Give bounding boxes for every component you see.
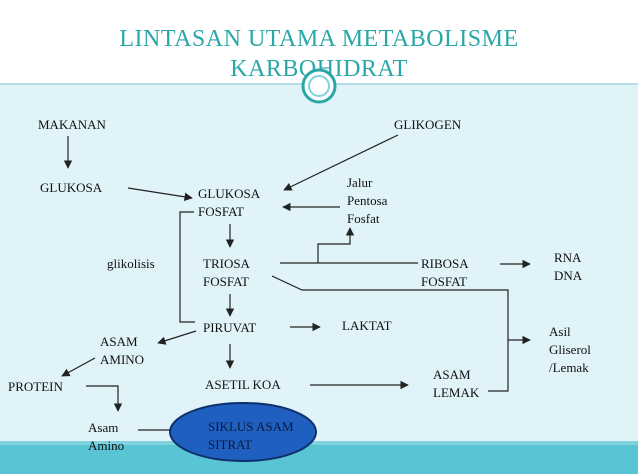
node-asil-gliserol-line-3: /Lemak	[549, 360, 589, 375]
arrow-piruvat-asam-amino	[157, 330, 197, 345]
node-triosa-fosfat-line-1: TRIOSA	[203, 256, 250, 271]
footer-bar	[0, 441, 638, 474]
node-protein: PROTEIN	[8, 379, 63, 394]
arrow-glikogen-glukosa-fosfat	[283, 134, 399, 191]
node-jalur-pentosa: Jalur Pentosa Fosfat	[347, 174, 387, 228]
node-rna-dna: RNA DNA	[554, 249, 582, 285]
arrow-to-jalur-pentosa	[317, 227, 355, 263]
node-asam-lemak-line-1: ASAM	[433, 367, 471, 382]
node-triosa-fosfat-line-2: FOSFAT	[203, 274, 250, 289]
node-jalur-pentosa-line-3: Fosfat	[347, 211, 380, 226]
node-asam-amino-lower-line-1: Asam	[88, 420, 119, 435]
node-makanan: MAKANAN	[38, 117, 106, 132]
arrow-glukosa-glukosa-fosfat	[127, 187, 193, 201]
node-asetil-koa: ASETIL KOA	[205, 377, 281, 392]
node-asam-amino-lower-line-2: Amino	[88, 438, 125, 453]
node-asam-amino-upper: ASAM AMINO	[100, 333, 144, 369]
node-glukosa: GLUKOSA	[40, 180, 103, 195]
node-asam-amino-upper-line-2: AMINO	[100, 352, 145, 367]
title-ring-icon	[301, 68, 337, 104]
node-asil-gliserol-line-1: Asil	[549, 324, 571, 339]
node-triosa-fosfat: TRIOSA FOSFAT	[203, 255, 250, 291]
node-rna-dna-line-1: RNA	[554, 250, 582, 265]
node-rna-dna-line-2: DNA	[554, 268, 583, 283]
footer-highlight	[0, 441, 638, 445]
node-glikogen: GLIKOGEN	[394, 117, 462, 132]
siklus-asam-sitrat-ellipse	[169, 402, 317, 462]
node-siklus-line-1: SIKLUS ASAM	[208, 419, 294, 434]
node-piruvat: PIRUVAT	[203, 320, 257, 335]
node-siklus-asam-sitrat: SIKLUS ASAM SITRAT	[208, 418, 294, 454]
arrow-asam-amino-protein	[61, 357, 96, 377]
line-lemak-gliserol	[488, 340, 509, 392]
node-jalur-pentosa-line-2: Pentosa	[347, 193, 388, 208]
node-glukosa-fosfat-line-2: FOSFAT	[198, 204, 245, 219]
line-triosa-gliserol	[271, 275, 509, 340]
node-asam-lemak-line-2: LEMAK	[433, 385, 480, 400]
node-siklus-line-2: SITRAT	[208, 437, 253, 452]
node-glukosa-fosfat-line-1: GLUKOSA	[198, 186, 261, 201]
node-ribosa-fosfat: RIBOSA FOSFAT	[421, 255, 469, 291]
glikolisis-bracket	[179, 211, 195, 323]
node-jalur-pentosa-line-1: Jalur	[347, 175, 373, 190]
node-asil-gliserol: Asil Gliserol /Lemak	[549, 323, 591, 377]
node-asam-lemak: ASAM LEMAK	[433, 366, 479, 402]
node-asam-amino-upper-line-1: ASAM	[100, 334, 138, 349]
node-asil-gliserol-line-2: Gliserol	[549, 342, 591, 357]
node-asam-amino-lower: Asam Amino	[88, 419, 124, 455]
arrow-protein-asam-amino	[86, 385, 123, 412]
node-ribosa-fosfat-line-1: RIBOSA	[421, 256, 469, 271]
slide-title-line-1: LINTASAN UTAMA METABOLISME	[119, 26, 519, 52]
node-glikolisis: glikolisis	[107, 256, 155, 271]
node-laktat: LAKTAT	[342, 318, 392, 333]
node-ribosa-fosfat-line-2: FOSFAT	[421, 274, 468, 289]
title-ring-inner-icon	[308, 75, 330, 97]
node-glukosa-fosfat: GLUKOSA FOSFAT	[198, 185, 260, 221]
